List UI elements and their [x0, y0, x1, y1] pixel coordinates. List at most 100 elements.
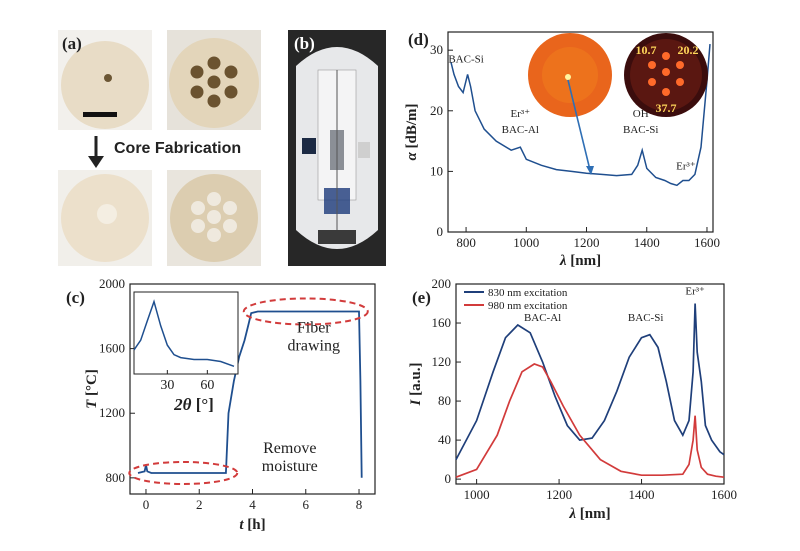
chart-e-bac-al-label: BAC-Al: [524, 312, 561, 324]
chart-e-y-axis-label: I [a.u.]: [408, 363, 424, 407]
chart-e-y-axis-label-symbol: I: [408, 398, 424, 406]
chart-d-inset-value-3: 37.7: [656, 101, 677, 115]
preform-seven-hole-photo: [167, 30, 261, 130]
core-single-photo: [58, 170, 152, 266]
chart-c-x-tick-label: 0: [143, 497, 150, 512]
chart-d-plot-frame: [447, 31, 714, 233]
chart-c-x-tick-label: 2: [196, 497, 203, 512]
chart-d-y-tick-label: 10: [430, 163, 443, 178]
chart-c-x-tick-label: 4: [249, 497, 256, 512]
chart-e-plot-frame: [455, 283, 725, 485]
chart-c-x-tick-label: 8: [356, 497, 363, 512]
chart-d-mode-spot: [676, 78, 684, 86]
core-single-drawing: [58, 170, 152, 266]
chart-d-mode-spot: [662, 88, 670, 96]
panel-d-label: (d): [408, 30, 429, 49]
chart-c-inset-x-tick-label: 60: [200, 378, 214, 393]
chart-c-remove-moisture-line2: moisture: [262, 458, 318, 475]
chart-d-attenuation-line: [450, 44, 711, 187]
chart-e-y-tick-label: 200: [432, 276, 452, 291]
chart-d-x-tick-label: 1200: [574, 235, 600, 250]
chart-d-mode-spot: [648, 61, 656, 69]
chart-d-y-tick-label: 20: [430, 103, 443, 118]
preform-single-hole-drawing: [58, 30, 152, 130]
panel-c-label: (c): [66, 288, 85, 307]
chart-c-y-axis-label-unit: [°C]: [84, 369, 100, 400]
chart-c-x-axis-label: t [h]: [239, 517, 265, 533]
preform-single-hole-photo: [58, 30, 152, 130]
chart-d-mode-spot: [648, 78, 656, 86]
chart-d-x-tick-label: 1000: [513, 235, 539, 250]
chart-d-y-tick-label: 0: [437, 224, 444, 239]
drawing-tower-photo: [288, 30, 386, 266]
chart-d-inset-pointer: [567, 79, 591, 171]
chart-e-y-tick-label: 120: [432, 354, 452, 369]
chart-e-series-line-2: [455, 363, 725, 479]
chart-e-y-tick-label: 0: [445, 471, 452, 486]
chart-e-er-label: Er³⁺: [685, 286, 705, 298]
chart-c-moisture-ellipse: [128, 461, 239, 485]
chart-c-y-tick-label: 1600: [99, 341, 125, 356]
chart-c-x-axis-label-unit: [h]: [244, 517, 266, 533]
chart-d-y-tick-label: 30: [430, 42, 443, 57]
chart-d: 800 1000 1200 1400 1600 0 10 20 30 λ [nm] α [dB/m]…: [404, 31, 720, 269]
chart-e-x-axis-label: λ [nm]: [568, 506, 610, 522]
chart-c-x-tick-label: 6: [303, 497, 310, 512]
chart-c-y-axis-label: T [°C]: [84, 369, 100, 409]
chart-d-x-tick-label: 1600: [694, 235, 720, 250]
chart-d-bac-si-label-2: BAC-Si: [623, 124, 658, 136]
panel-a-label: (a): [62, 34, 82, 53]
chart-c-y-tick-label: 800: [106, 470, 126, 485]
chart-e-x-axis-label-unit: [nm]: [576, 506, 611, 522]
chart-d-x-tick-label: 1400: [634, 235, 660, 250]
chart-c-inset-frame: [133, 291, 239, 375]
chart-e-y-tick-label: 40: [438, 432, 451, 447]
chart-e-y-axis-label-unit: [a.u.]: [408, 363, 424, 400]
preform-seven-hole-drawing: [167, 30, 261, 130]
chart-d-y-axis-label-unit: [dB/m]: [404, 103, 420, 152]
chart-c-y-axis-label-symbol: T: [84, 399, 100, 409]
scale-bar: [83, 112, 117, 117]
drawing-tower-drawing: [288, 30, 386, 266]
chart-d-bac-al-label: BAC-Al: [502, 124, 539, 136]
panel-b-label: (b): [294, 34, 315, 53]
chart-c-remove-moisture-line1: Remove: [263, 440, 316, 457]
chart-d-y-axis-label-symbol: α: [404, 152, 420, 161]
chart-e-y-tick-label: 80: [438, 393, 451, 408]
chart-c-inset-x-label-unit: [°]: [191, 395, 213, 414]
arrow-down-icon: [88, 136, 104, 168]
chart-c-y-tick-label: 1200: [99, 405, 125, 420]
panel-e-label: (e): [412, 288, 431, 307]
chart-d-mode-image-core: [565, 74, 571, 80]
chart-c-x-axis-label-symbol: t: [239, 517, 244, 533]
chart-d-x-axis-label-unit: [nm]: [567, 253, 602, 269]
chart-d-er-label-2: Er³⁺: [676, 161, 696, 173]
chart-c-inset-x-tick-label: 30: [160, 378, 174, 393]
chart-d-inset-value-2: 20.2: [678, 43, 699, 57]
chart-d-x-tick-label: 800: [456, 235, 476, 250]
chart-e-x-tick-label: 1600: [711, 487, 737, 502]
chart-e-bac-si-label: BAC-Si: [628, 312, 663, 324]
chart-d-mode-spot: [662, 52, 670, 60]
chart-c-inset-x-label-symbol: 2θ: [173, 395, 192, 414]
chart-c-inset-x-label: 2θ [°]: [173, 395, 214, 414]
chart-d-y-axis-label: α [dB/m]: [404, 103, 420, 160]
chart-c-fiber-drawing-line2: drawing: [288, 337, 340, 354]
chart-e-series-line-1: [455, 303, 725, 460]
chart-d-x-axis-label-symbol: λ: [559, 253, 567, 269]
chart-c-y-tick-label: 2000: [99, 276, 125, 291]
chart-e-legend-label: 830 nm excitation: [488, 287, 568, 299]
chart-d-mode-spot: [662, 68, 670, 76]
core-seven-photo: [167, 170, 261, 266]
chart-c-fiber-drawing-line1: Fiber: [297, 319, 331, 336]
chart-d-bac-si-label: BAC-Si: [448, 53, 483, 65]
chart-d-x-axis-label: λ [nm]: [559, 253, 601, 269]
chart-e-x-tick-label: 1200: [546, 487, 572, 502]
chart-d-er-label-1: Er³⁺: [511, 108, 531, 120]
chart-c-inset-xrd-line: [133, 299, 235, 368]
chart-e-x-axis-label-symbol: λ: [568, 506, 576, 522]
